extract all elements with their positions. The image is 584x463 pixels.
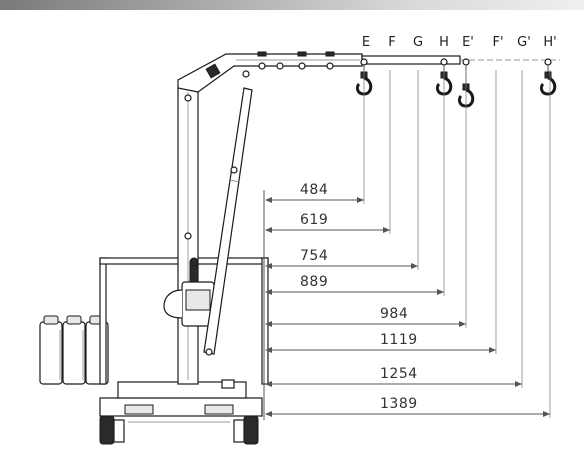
position-label: F bbox=[388, 35, 395, 50]
position-label: F' bbox=[492, 35, 503, 50]
hook-positions bbox=[355, 58, 557, 108]
wheel-left-icon bbox=[99, 415, 115, 445]
dimension-label: 619 bbox=[300, 212, 328, 228]
header-gradient-bar bbox=[0, 0, 584, 10]
position-label: G' bbox=[517, 35, 531, 50]
crane-boom bbox=[177, 51, 560, 93]
dimension-label: 889 bbox=[300, 274, 328, 290]
dimension-label: 984 bbox=[380, 306, 408, 322]
dimension-label: 484 bbox=[300, 182, 328, 198]
hydraulic-cylinder bbox=[203, 87, 253, 356]
dimension-label: 1254 bbox=[380, 366, 418, 382]
position-label: H' bbox=[543, 35, 556, 50]
wheel-right-icon bbox=[243, 415, 259, 445]
position-label: G bbox=[413, 35, 423, 50]
dimension-label: 1389 bbox=[380, 396, 418, 412]
dimension-label: 754 bbox=[300, 248, 328, 264]
crane-chassis bbox=[99, 379, 263, 445]
position-label: E' bbox=[462, 35, 474, 50]
battery-pack bbox=[39, 315, 109, 385]
hook-position-labels: E F G H E' F' G' H' bbox=[362, 35, 557, 50]
boom-pins bbox=[242, 51, 335, 78]
position-label: H bbox=[439, 35, 449, 50]
dimension-label: 1119 bbox=[380, 332, 418, 348]
crane-mast bbox=[163, 87, 215, 385]
position-label: E bbox=[362, 35, 370, 50]
reach-dimensions: 484 619 754 889 984 1119 1254 1389 bbox=[265, 70, 551, 418]
lifting-hook-icon bbox=[539, 58, 557, 96]
